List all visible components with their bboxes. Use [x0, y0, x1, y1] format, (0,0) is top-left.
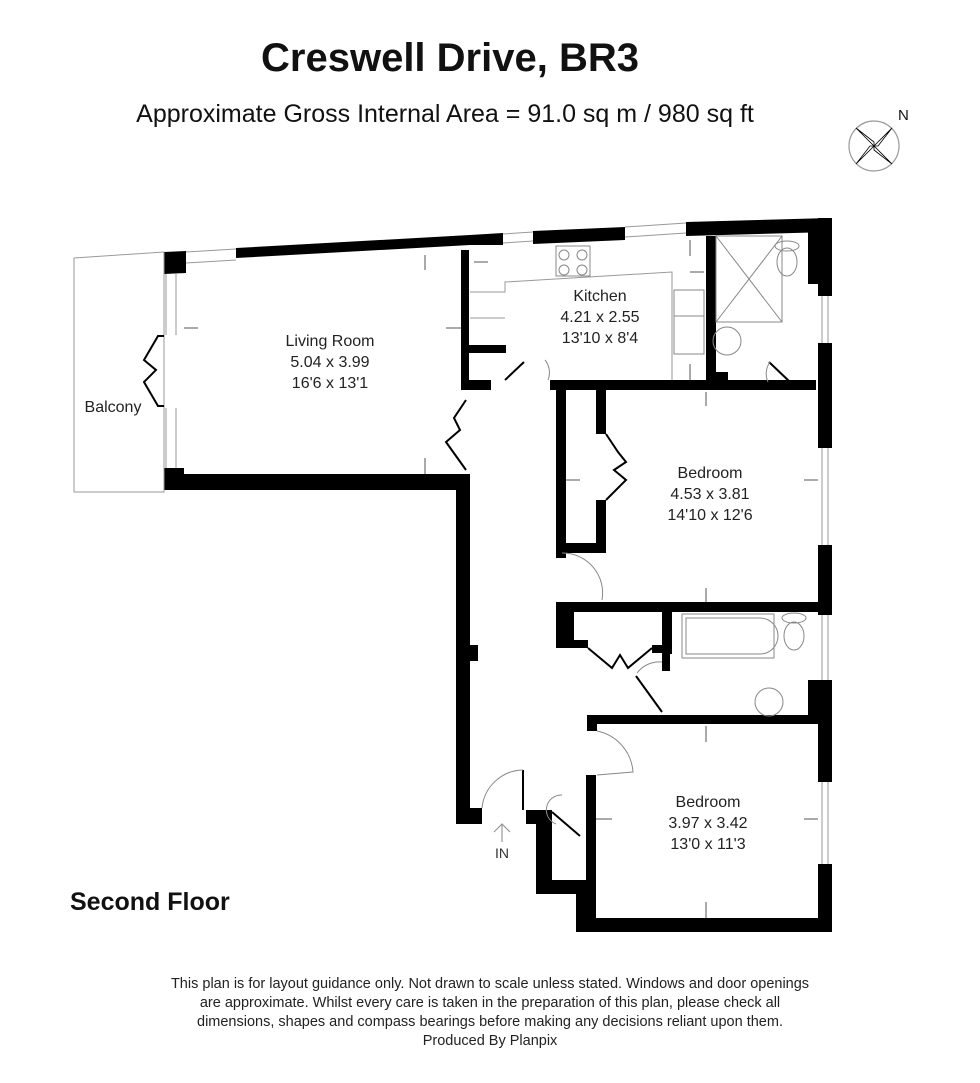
- producer-credit: Produced By Planpix: [422, 1033, 558, 1049]
- dimension-arrows: [184, 240, 818, 918]
- room-imperial: 13'10 x 8'4: [561, 330, 639, 347]
- room-bedroom-1: Bedroom 4.53 x 3.81 14'10 x 12'6: [635, 463, 785, 526]
- floor-label: Second Floor: [70, 888, 230, 916]
- fixtures: [555, 235, 807, 717]
- room-imperial: 13'0 x 11'3: [670, 836, 746, 853]
- room-metric: 4.53 x 3.81: [670, 486, 750, 503]
- balcony-label: Balcony: [84, 399, 142, 416]
- room-bedroom-2: Bedroom 3.97 x 3.42 13'0 x 11'3: [633, 792, 783, 855]
- svg-text:N: N: [898, 107, 909, 124]
- room-living-room: Living Room 5.04 x 3.99 16'6 x 13'1: [255, 331, 405, 394]
- balcony-outline: [73, 251, 165, 493]
- room-imperial: 14'10 x 12'6: [667, 507, 753, 524]
- gross-internal-area: Approximate Gross Internal Area = 91.0 s…: [136, 100, 754, 128]
- disclaimer: This plan is for layout guidance only. N…: [0, 975, 980, 1051]
- room-metric: 3.97 x 3.42: [668, 815, 748, 832]
- room-name: Bedroom: [677, 465, 743, 482]
- room-metric: 4.21 x 2.55: [560, 309, 640, 326]
- disclaimer-line: dimensions, shapes and compass bearings …: [197, 1014, 783, 1030]
- disclaimer-line: This plan is for layout guidance only. N…: [170, 976, 810, 992]
- property-title: Creswell Drive, BR3: [261, 36, 639, 80]
- compass: N: [848, 104, 912, 174]
- disclaimer-line: are approximate. Whilst every care is ta…: [199, 995, 781, 1011]
- room-kitchen: Kitchen 4.21 x 2.55 13'10 x 8'4: [525, 286, 675, 349]
- room-name: Kitchen: [573, 288, 627, 305]
- room-name: Living Room: [285, 333, 375, 350]
- windows-and-balcony: [73, 222, 829, 864]
- room-name: Bedroom: [675, 794, 741, 811]
- door-swings: [481, 359, 771, 825]
- compass-rose-icon: N: [848, 107, 909, 172]
- entrance-arrow-icon: [493, 823, 511, 842]
- doors: [142, 335, 791, 837]
- room-imperial: 16'6 x 13'1: [291, 375, 369, 392]
- room-metric: 5.04 x 3.99: [290, 354, 370, 371]
- entrance-label: IN: [495, 845, 509, 861]
- walls: [164, 218, 832, 932]
